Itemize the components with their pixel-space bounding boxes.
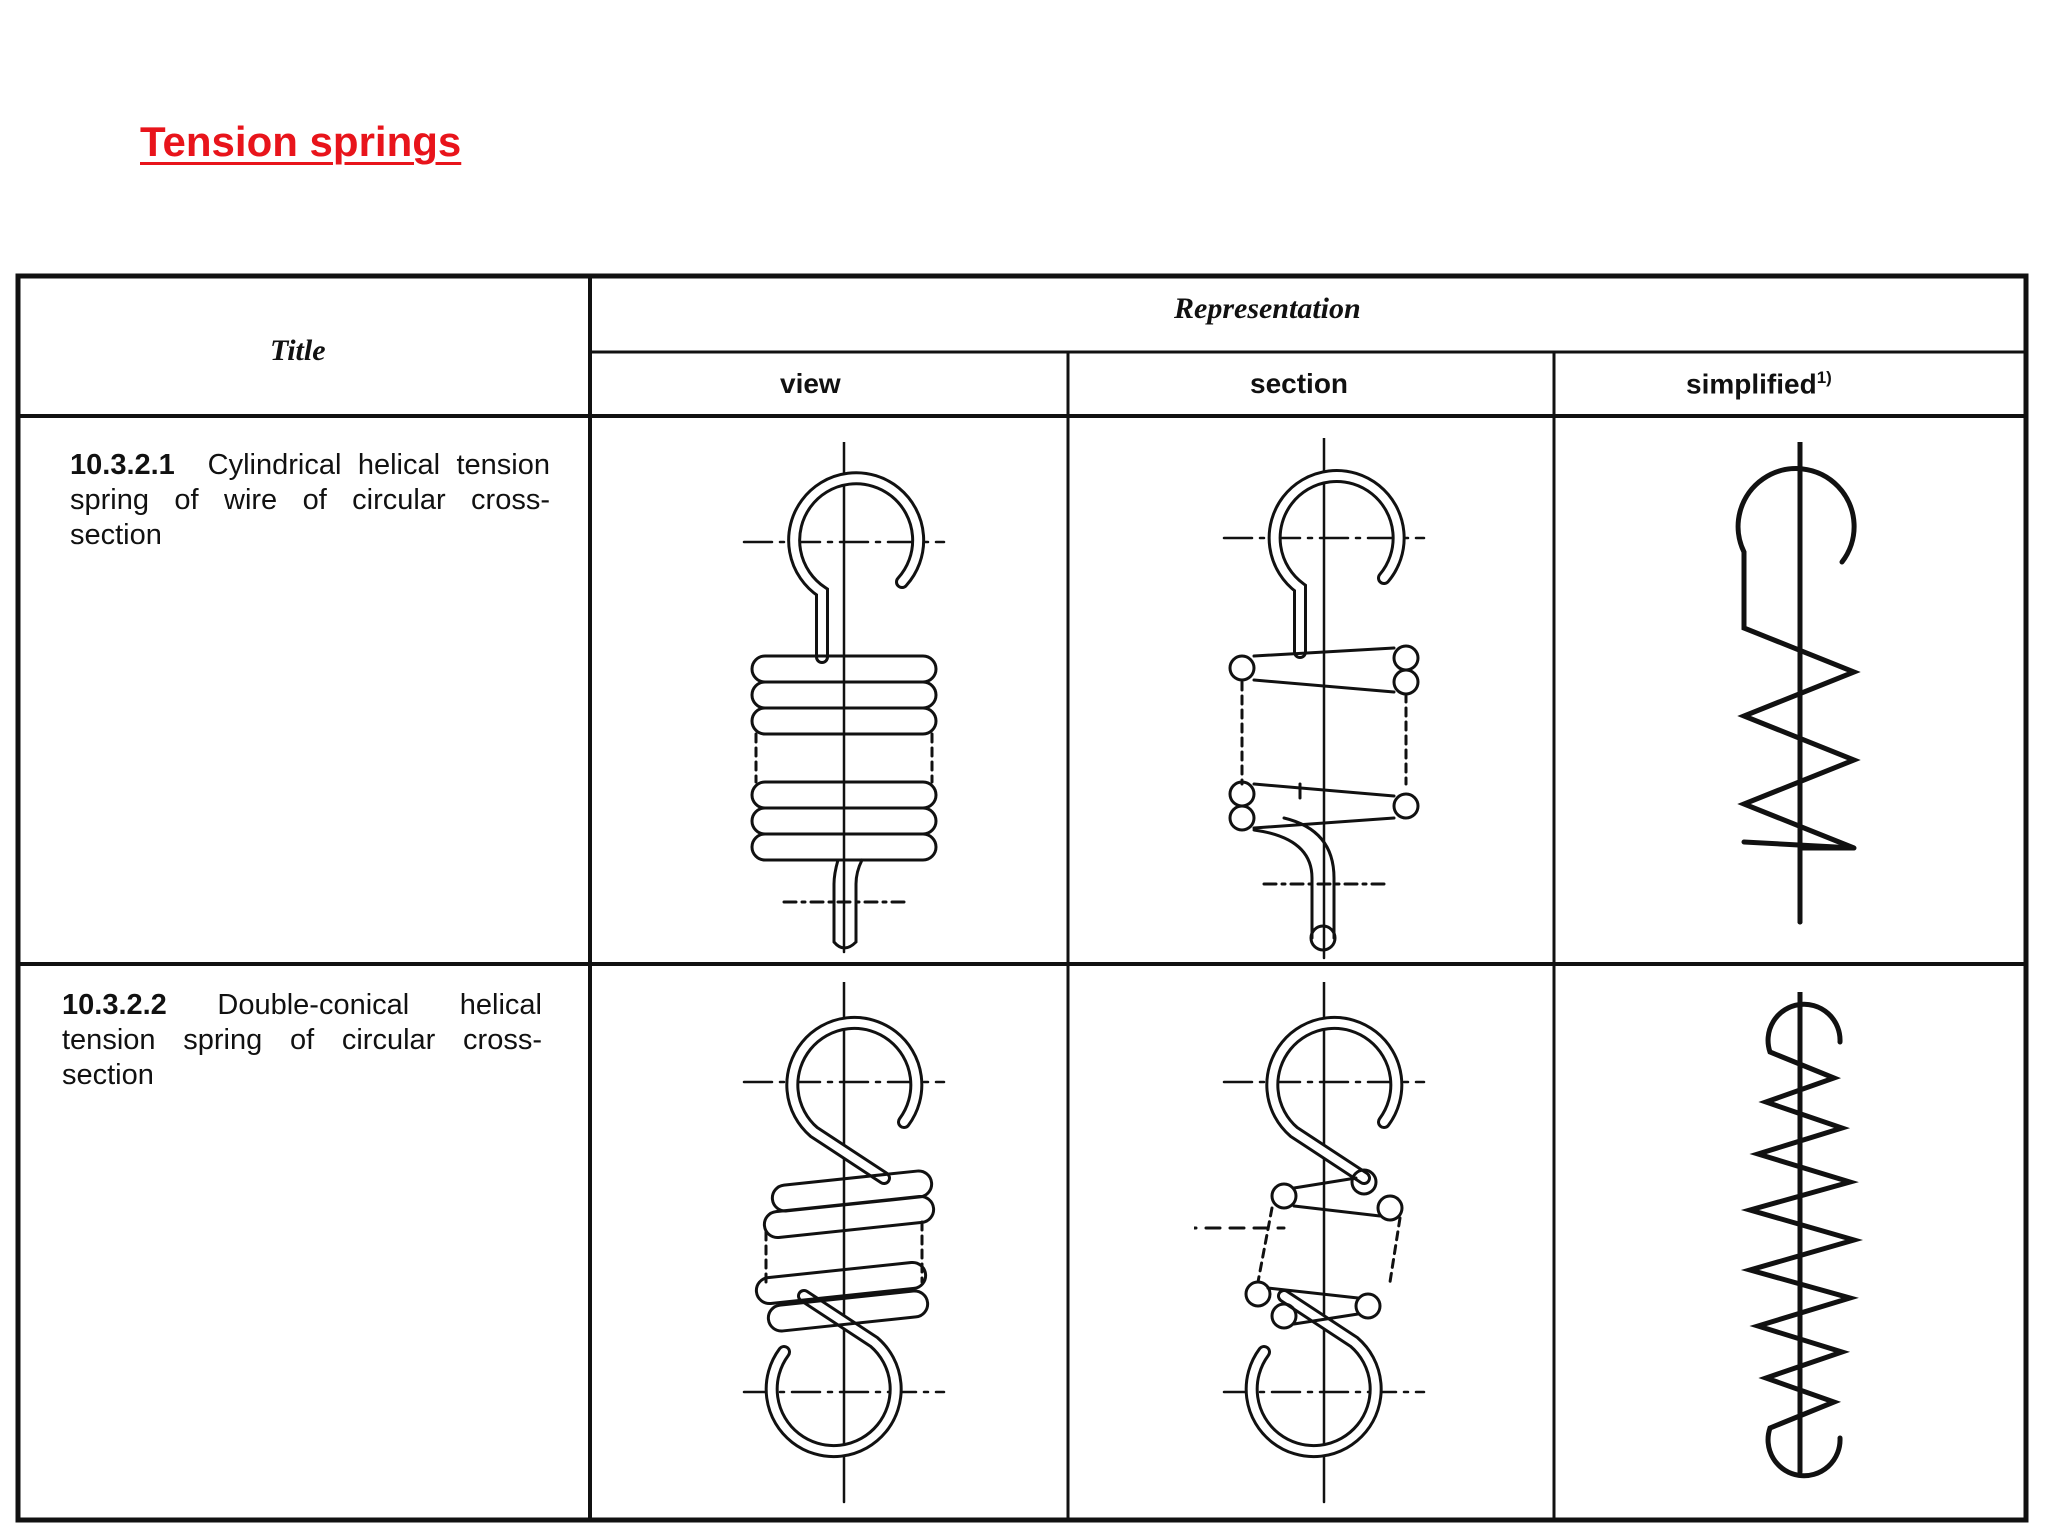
cylindrical-spring-view-icon [742,442,946,954]
row-description: Double-conical helical tension spring of… [62,989,542,1091]
table-grid [15,273,2029,1523]
row-number: 10.3.2.1 [70,449,175,481]
column-header-section: section [1250,368,1349,399]
row-title-cylindrical: 10.3.2.1 Cylindrical helical tension spr… [70,448,550,553]
row-number: 10.3.2.2 [62,989,167,1021]
double-conical-spring-view-icon [742,982,946,1504]
cylindrical-spring-section-icon [1222,438,1426,960]
footnote-marker: 1) [1816,368,1832,387]
column-header-simplified: simplified1) [1686,368,1832,400]
double-conical-spring-section-icon [1194,982,1426,1504]
title-column-header: Title [270,334,326,367]
row-title-double-conical: 10.3.2.2 Double-conical helical tension … [62,988,542,1093]
slide-title: Tension springs [140,118,462,165]
column-header-view: view [780,368,841,399]
double-conical-spring-simplified-icon [1740,992,1864,1479]
row-description: Cylindrical helical tension spring of wi… [70,449,550,551]
representation-header: Representation [1174,292,1361,325]
cylindrical-spring-simplified-icon [1735,442,1861,925]
spring-representation-table: Title Representation view section simpli… [14,272,2030,1524]
